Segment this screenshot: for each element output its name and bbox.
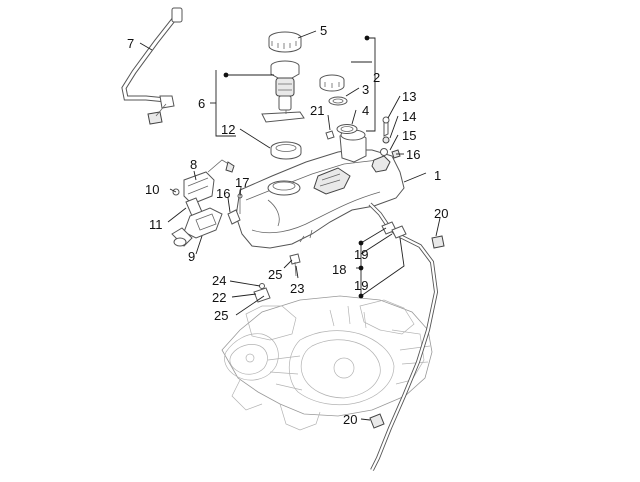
fuel-level-sender <box>171 159 235 247</box>
callout-6: 6 <box>198 96 205 111</box>
fuel-line <box>368 202 445 471</box>
callout-21: 21 <box>310 103 324 118</box>
fasteners-lower <box>253 253 301 303</box>
callout-8: 8 <box>190 157 197 172</box>
breather-pipe <box>121 7 183 125</box>
callout-25-lower: 25 <box>214 308 228 323</box>
callout-14: 14 <box>402 109 416 124</box>
callout-11: 11 <box>149 217 163 232</box>
callout-24: 24 <box>212 273 226 288</box>
callout-19-upper: 19 <box>354 247 368 262</box>
fasteners-right <box>325 116 401 159</box>
callout-5: 5 <box>320 23 327 38</box>
callout-20-upper: 20 <box>434 206 448 221</box>
callout-3: 3 <box>362 82 369 97</box>
callout-18: 18 <box>332 262 346 277</box>
callout-20-lower: 20 <box>343 412 357 427</box>
fuel-pump <box>261 31 305 123</box>
callout-9: 9 <box>188 249 195 264</box>
callout-labels: 1 2 3 4 5 6 7 8 9 10 11 12 13 14 15 16 1… <box>127 23 448 427</box>
callout-19-lower: 19 <box>354 278 368 293</box>
callout-16-right: 16 <box>406 147 420 162</box>
callout-15: 15 <box>402 128 416 143</box>
callout-22: 22 <box>212 290 226 305</box>
callout-12: 12 <box>221 122 235 137</box>
engine-assembly <box>221 295 433 431</box>
callout-13: 13 <box>402 89 416 104</box>
callout-17: 17 <box>235 175 249 190</box>
leader-dots <box>223 35 370 299</box>
callout-10: 10 <box>145 182 159 197</box>
callout-2: 2 <box>373 70 380 85</box>
callout-25-upper: 25 <box>268 267 282 282</box>
callout-7: 7 <box>127 36 134 51</box>
leader-lines <box>139 30 441 421</box>
callout-16-left: 16 <box>216 186 230 201</box>
fuel-cap <box>319 74 358 134</box>
callout-1: 1 <box>434 168 441 183</box>
seal-ring <box>270 141 302 160</box>
fuel-tank <box>235 129 405 249</box>
callout-23: 23 <box>290 281 304 296</box>
callout-4: 4 <box>362 103 369 118</box>
